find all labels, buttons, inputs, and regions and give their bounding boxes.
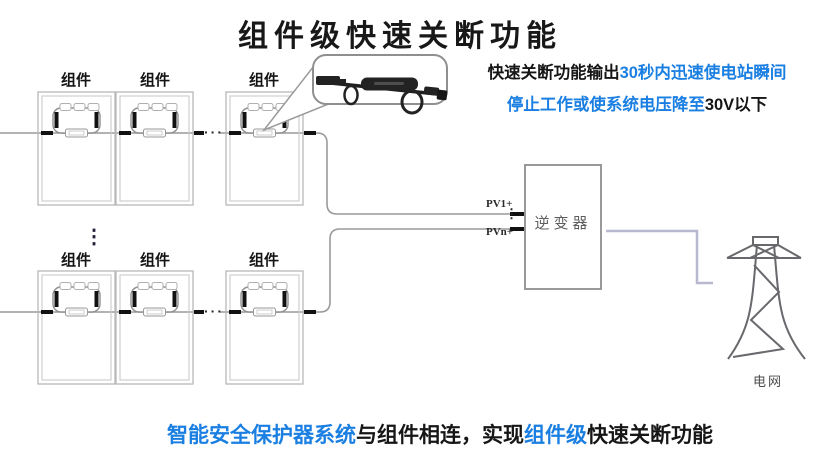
pv-module — [225, 270, 304, 385]
pv-inputs-ellipsis: ⋮ — [505, 206, 518, 221]
pv1-input-label: PV1+ — [486, 198, 513, 210]
inverter-label: 逆变器 — [534, 214, 592, 232]
shutdown-device-callout — [261, 54, 448, 132]
right-note-line1-black: 快速关断功能输出 — [487, 64, 620, 82]
pv-module — [37, 270, 116, 385]
right-note-line1-blue: 30秒内迅速使电站瞬间 — [619, 64, 787, 82]
shutdown-device-icon — [316, 76, 448, 115]
pv-module — [37, 91, 116, 206]
pv-module-row1 — [37, 91, 304, 206]
pv-module — [115, 91, 194, 206]
ac-grid-line — [606, 229, 713, 285]
grid-label: 电网 — [752, 374, 783, 389]
more-strings-ellipsis: ⋮ — [84, 226, 104, 248]
transmission-tower-icon — [726, 236, 806, 360]
inverter-box — [524, 164, 602, 290]
bottom-note-blue1: 智能安全保护器系统 — [167, 424, 356, 447]
bottom-note-blue2: 组件级 — [524, 424, 587, 447]
right-note-line2: 停止工作或使系统电压降至30V以下 — [448, 89, 826, 121]
right-note-line1: 快速关断功能输出30秒内迅速使电站瞬间 — [448, 57, 826, 89]
right-note: 快速关断功能输出30秒内迅速使电站瞬间 停止工作或使系统电压降至30V以下 — [448, 57, 826, 121]
pv-module-row2 — [37, 270, 304, 385]
module-label: 组件 — [60, 252, 91, 269]
page-title: 组件级快速关断功能 — [238, 20, 562, 53]
module-label: 组件 — [139, 252, 170, 269]
bottom-note-black1: 与组件相连，实现 — [356, 424, 524, 447]
more-modules-ellipsis: ··· — [204, 124, 224, 140]
bottom-note: 智能安全保护器系统与组件相连，实现组件级快速关断功能 — [60, 419, 820, 449]
bottom-note-black2: 快速关断功能 — [587, 424, 713, 447]
right-note-line2-blue: 停止工作或使系统电压降至 — [506, 96, 705, 114]
inverter-input-stubs — [510, 212, 524, 231]
module-label: 组件 — [248, 72, 279, 89]
module-label: 组件 — [248, 252, 279, 269]
module-label: 组件 — [139, 72, 170, 89]
module-label: 组件 — [60, 72, 91, 89]
more-modules-ellipsis: ··· — [204, 303, 224, 319]
string-wire-row1 — [0, 131, 511, 215]
right-note-line2-black: 30V以下 — [704, 96, 768, 114]
pv-module — [115, 270, 194, 385]
pvn-input-label: PVn+ — [486, 226, 514, 238]
